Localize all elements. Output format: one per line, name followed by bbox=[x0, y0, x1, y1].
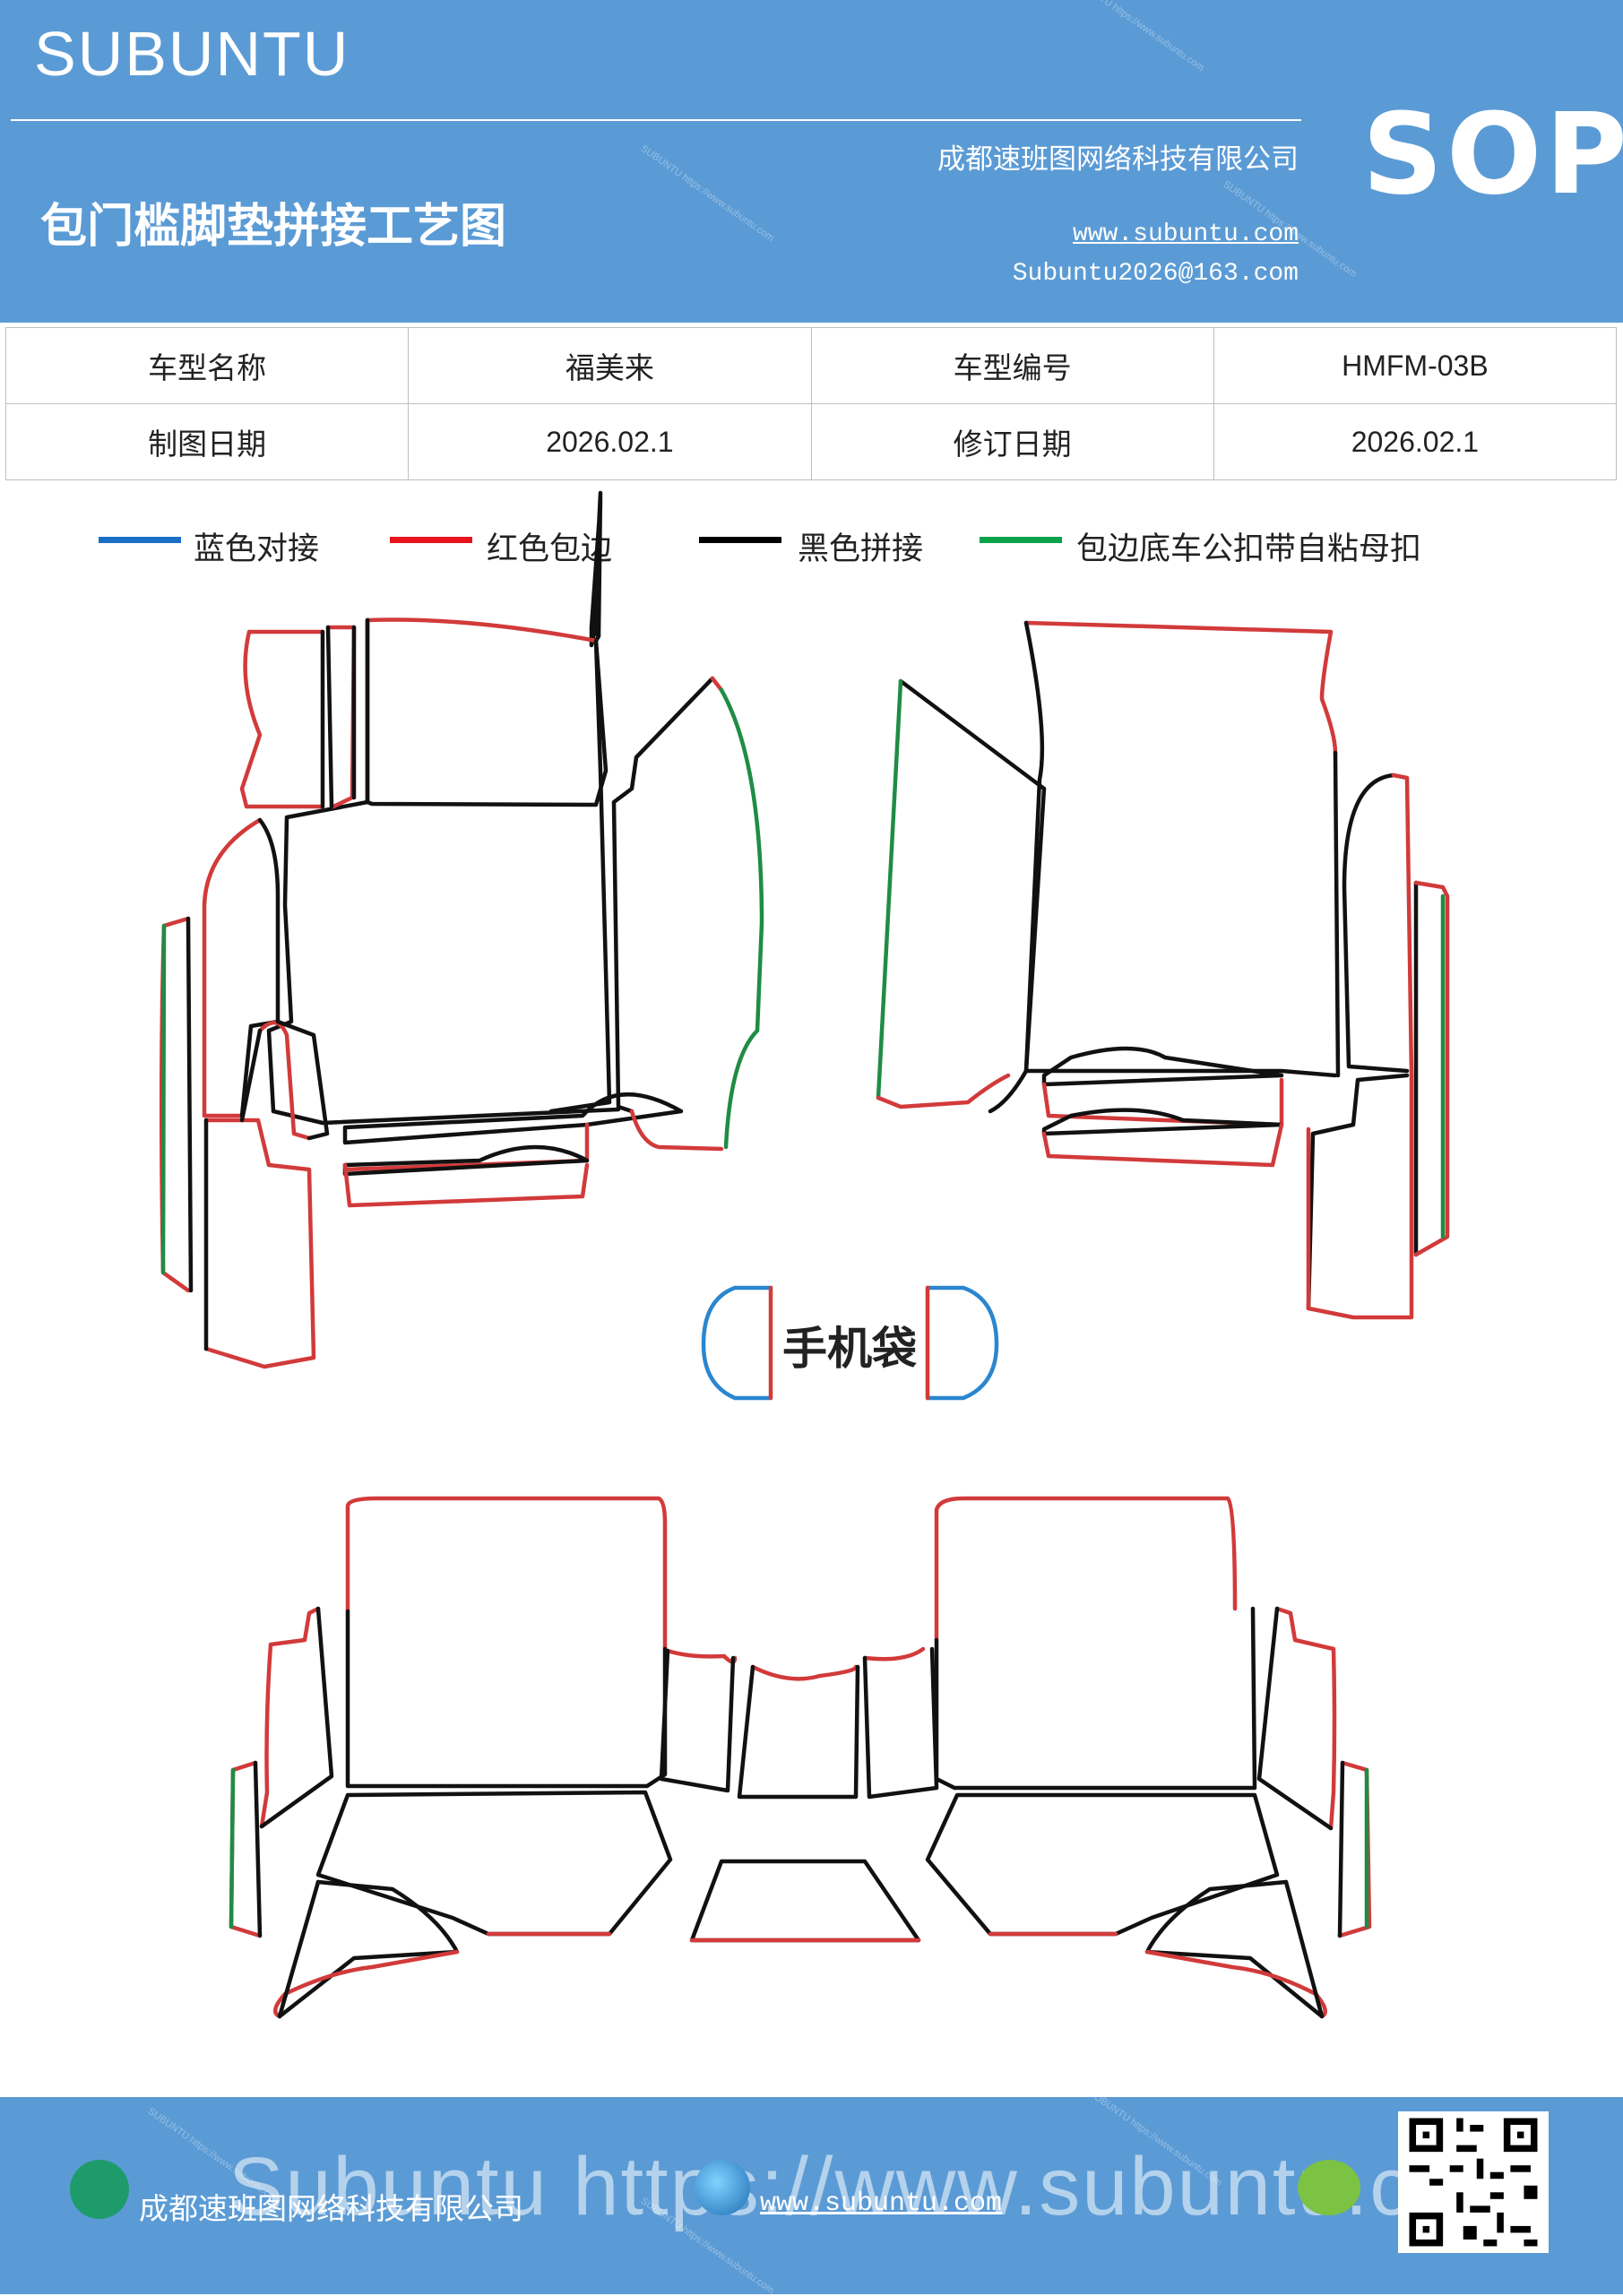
globe-icon bbox=[695, 2160, 750, 2215]
wechat-icon bbox=[1298, 2160, 1360, 2215]
legend-swatch bbox=[390, 537, 472, 543]
header-banner: SUBUNTU 包门槛脚垫拼接工艺图 成都速班图网络科技有限公司 www.sub… bbox=[0, 0, 1623, 323]
front-left-panels bbox=[159, 625, 684, 1369]
company-building-icon bbox=[70, 2160, 129, 2219]
mat-splicing-diagram: 手机袋 bbox=[159, 490, 1450, 2019]
table-cell: 修订日期 bbox=[810, 403, 1214, 480]
table-cell: HMFM-03B bbox=[1213, 327, 1618, 404]
table-cell: 制图日期 bbox=[4, 403, 410, 480]
legend-label: 包边底车公扣带自粘母扣 bbox=[1076, 531, 1422, 567]
qr-code-icon bbox=[1398, 2111, 1549, 2253]
table-cell: 车型编号 bbox=[810, 327, 1214, 404]
phone-pocket: 手机袋 bbox=[701, 1285, 999, 1401]
legend-swatch bbox=[699, 537, 781, 543]
table-cell: 2026.02.1 bbox=[408, 403, 812, 480]
company-name: 成都速班图网络科技有限公司 bbox=[937, 143, 1299, 176]
header-divider bbox=[11, 119, 1301, 121]
document-title: 包门槛脚垫拼接工艺图 bbox=[40, 200, 507, 254]
table-cell: 福美来 bbox=[408, 327, 812, 404]
phone-pocket-label: 手机袋 bbox=[782, 1323, 917, 1375]
website-link[interactable]: www.subuntu.com bbox=[1072, 220, 1299, 248]
front-left-side-panel bbox=[611, 676, 764, 1152]
table-cell: 2026.02.1 bbox=[1213, 403, 1618, 480]
legend-label: 蓝色对接 bbox=[194, 531, 320, 567]
table-cell: 车型名称 bbox=[4, 327, 410, 404]
legend-label: 红色包边 bbox=[487, 531, 613, 567]
brand-name: SUBUNTU bbox=[34, 19, 350, 89]
vehicle-info-table: 车型名称 福美来 车型编号 HMFM-03B 制图日期 2026.02.1 修订… bbox=[4, 327, 1618, 480]
legend-swatch bbox=[980, 537, 1062, 543]
email-address[interactable]: Subuntu2026@163.com bbox=[1012, 260, 1299, 288]
front-right-mat bbox=[876, 620, 1341, 1168]
footer-website-link[interactable]: www.subuntu.com bbox=[760, 2188, 1003, 2219]
table-row: 车型名称 福美来 车型编号 HMFM-03B bbox=[4, 327, 1618, 404]
front-right-panels bbox=[1306, 773, 1450, 1320]
rear-mats bbox=[229, 1496, 1372, 2019]
sop-badge: SOP bbox=[1362, 90, 1623, 220]
legend-swatch bbox=[99, 537, 181, 543]
footer-company-name: 成都速班图网络科技有限公司 bbox=[139, 2191, 523, 2226]
table-row: 制图日期 2026.02.1 修订日期 2026.02.1 bbox=[4, 403, 1618, 480]
legend-label: 黑色拼接 bbox=[798, 531, 924, 567]
